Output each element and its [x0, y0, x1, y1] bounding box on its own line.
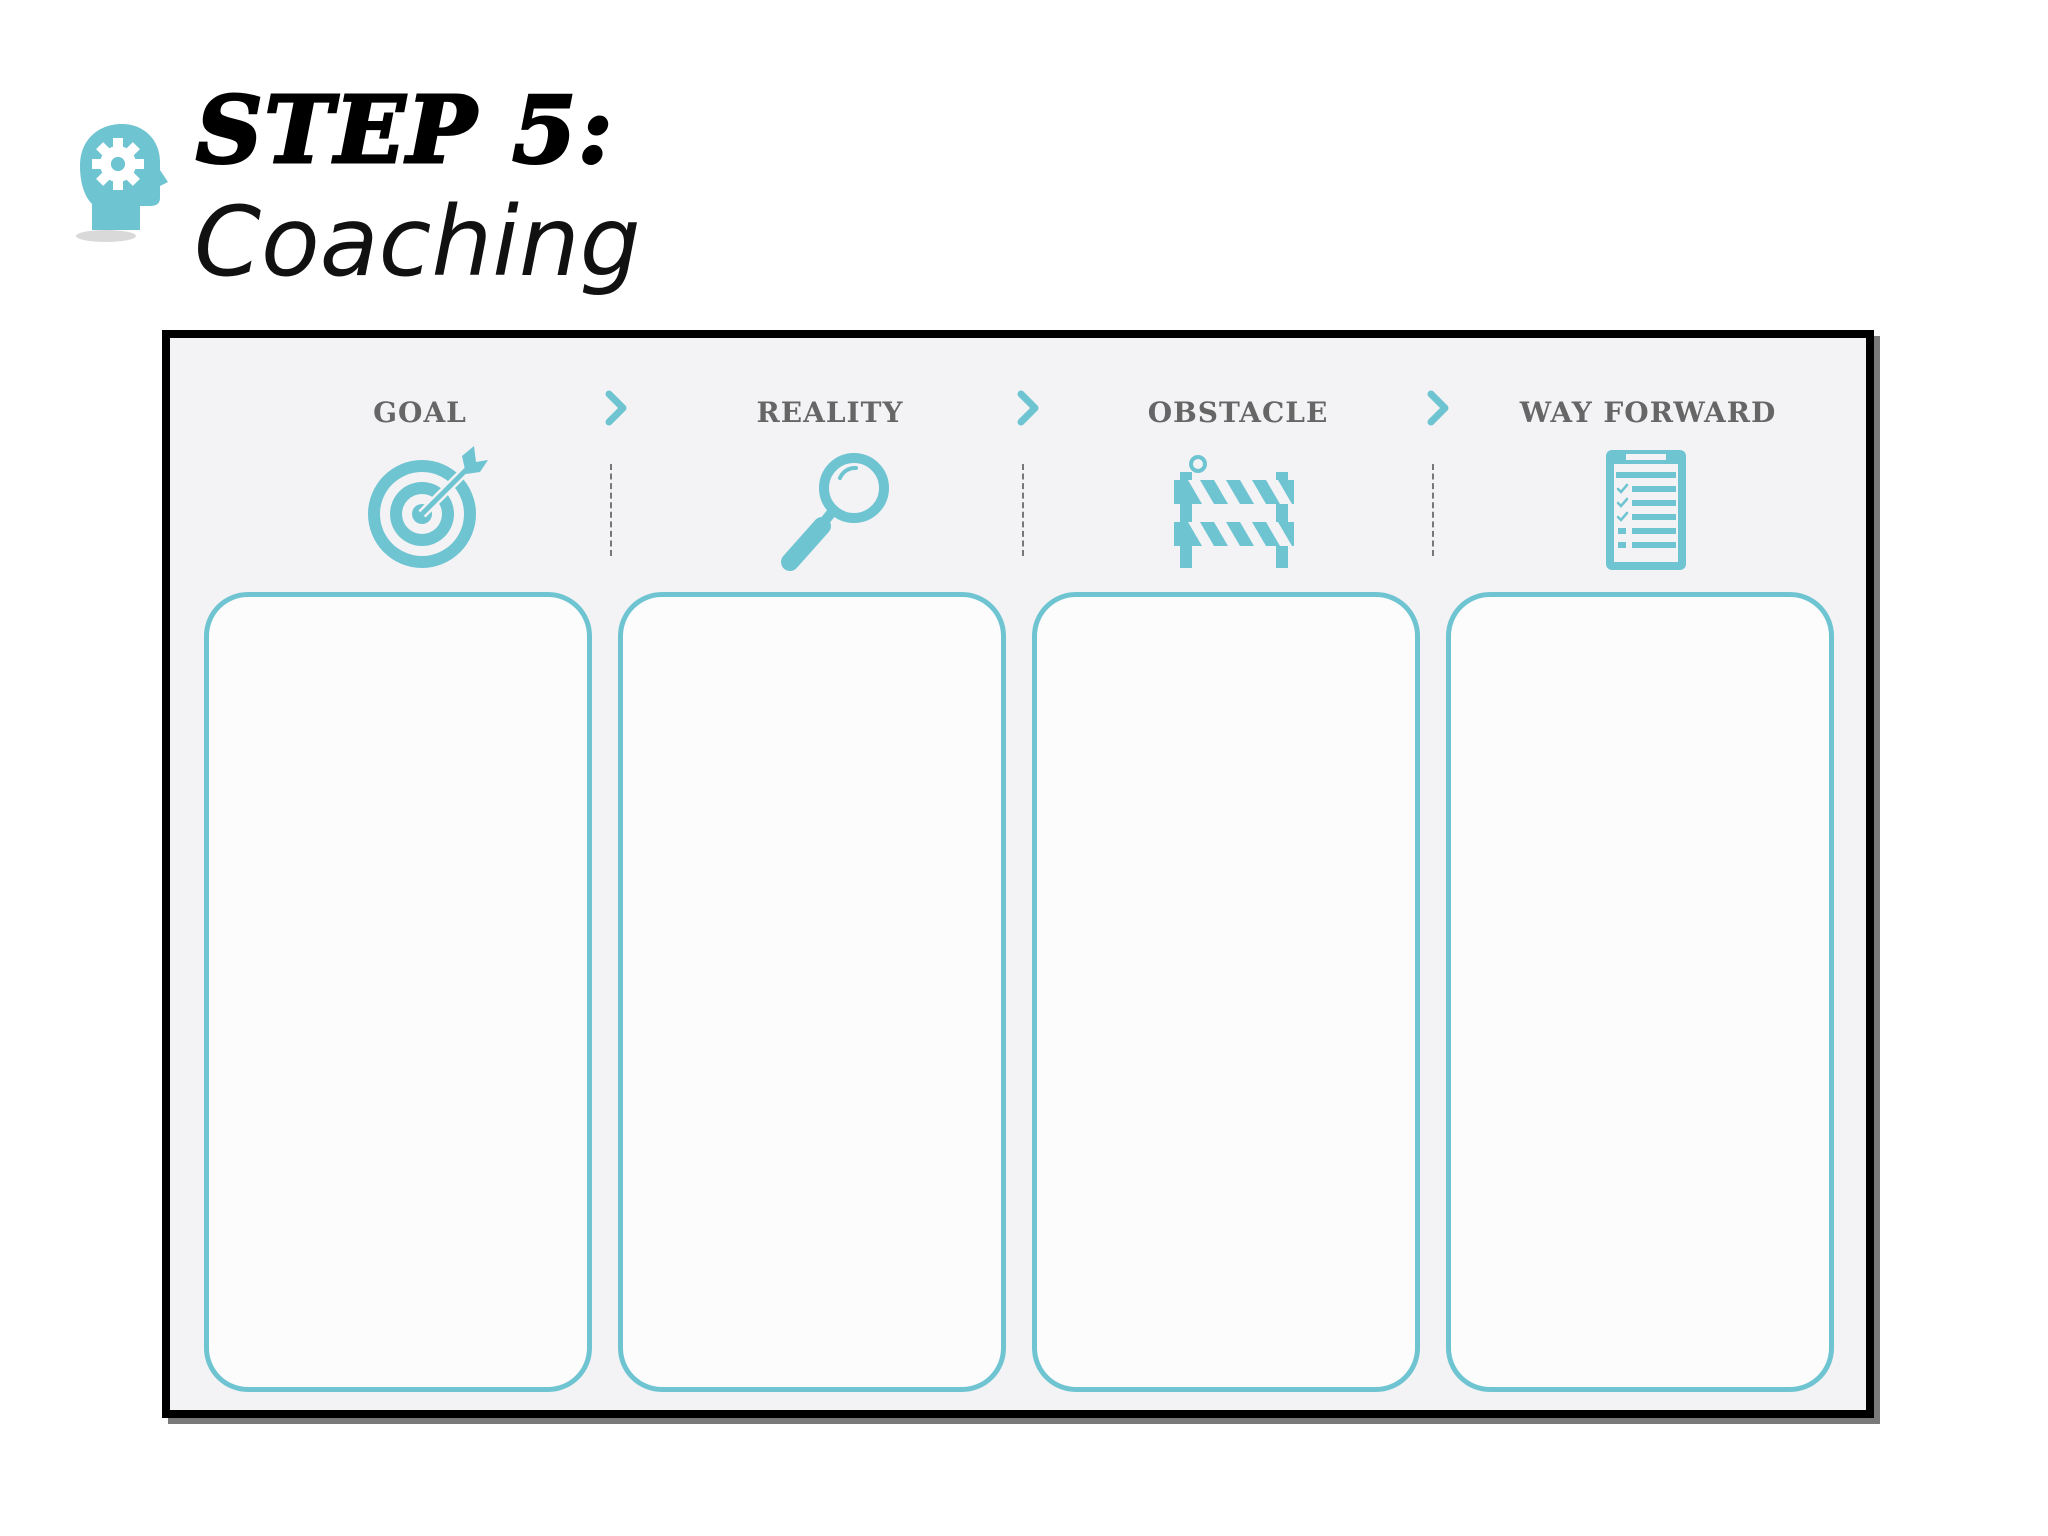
step-title: STEP 5: [194, 76, 615, 184]
chevron-right-icon [1427, 390, 1449, 426]
column-label-reality: REALITY [756, 396, 904, 429]
column-label-obstacle: OBSTACLE [1147, 396, 1329, 429]
column-label-goal: GOAL [373, 396, 467, 429]
column-divider [1022, 464, 1024, 556]
way-forward-input-box[interactable] [1446, 592, 1834, 1392]
checklist-icon [1606, 450, 1686, 570]
grow-model-frame: GOAL REALITY OBSTACLE WAY FORWARD [162, 330, 1874, 1418]
chevron-right-icon [605, 390, 627, 426]
obstacle-input-box[interactable] [1032, 592, 1420, 1392]
head-gear-icon [76, 124, 168, 242]
step-subtitle: Coaching [194, 186, 641, 298]
column-label-way-forward: WAY FORWARD [1519, 396, 1777, 429]
barrier-icon [1174, 455, 1294, 568]
chevron-right-icon [1017, 390, 1039, 426]
column-divider [1432, 464, 1434, 556]
column-divider [610, 464, 612, 556]
goal-input-box[interactable] [204, 592, 592, 1392]
reality-input-box[interactable] [618, 592, 1006, 1392]
target-icon [368, 446, 488, 568]
magnifying-glass-icon [781, 453, 889, 571]
